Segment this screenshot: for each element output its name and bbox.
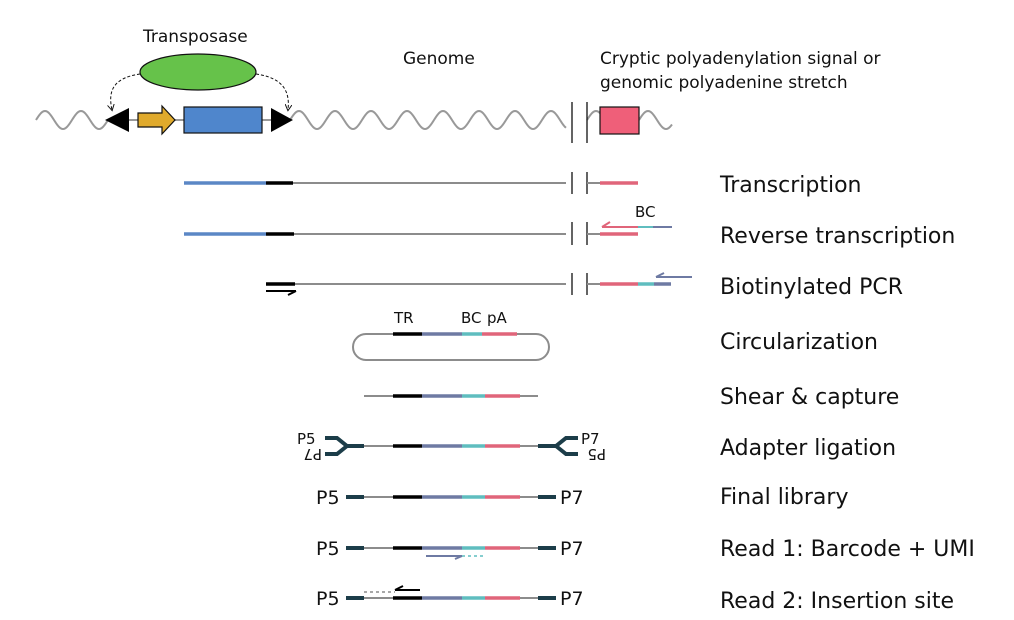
row-circularization: TR BC pA bbox=[352, 309, 550, 361]
transposase-ellipse bbox=[139, 53, 257, 91]
pcr-primer-arrowhead-icon bbox=[287, 290, 297, 296]
pcr-primer-arrowhead-icon bbox=[655, 272, 665, 278]
genome-wave-middle bbox=[289, 109, 567, 131]
p5-label: P5 bbox=[297, 430, 316, 448]
step-label: Reverse transcription bbox=[720, 224, 955, 249]
step-label: Transcription bbox=[719, 173, 862, 198]
p5-label-flipped: P5 bbox=[587, 445, 606, 463]
transposase-arrow-left bbox=[111, 73, 141, 110]
row-reverse-transcription: BC bbox=[184, 203, 672, 245]
genome-wave-left bbox=[35, 109, 109, 131]
genome-wave-right bbox=[586, 109, 673, 131]
step-label: Biotinylated PCR bbox=[720, 275, 903, 300]
promoter-arrow-icon bbox=[137, 104, 176, 136]
bc-label: BC bbox=[635, 203, 656, 221]
terminal-repeat-left-icon bbox=[105, 108, 129, 132]
read1-arrowhead-icon bbox=[454, 555, 463, 560]
p7-label: P7 bbox=[560, 538, 584, 560]
pa-label: pA bbox=[487, 309, 508, 327]
polya-label-line2: genomic polyadenine stretch bbox=[600, 73, 848, 93]
terminal-repeat-right-icon bbox=[271, 108, 293, 132]
tr-label: TR bbox=[393, 309, 414, 327]
read2-arrowhead-icon bbox=[394, 585, 404, 591]
bc-label: BC bbox=[461, 309, 482, 327]
p5-label: P5 bbox=[316, 588, 340, 610]
row-biotinylated-pcr bbox=[266, 272, 692, 296]
step-label: Circularization bbox=[720, 330, 878, 355]
p7-label: P7 bbox=[560, 588, 584, 610]
row-final-library: P5 P7 bbox=[316, 487, 584, 509]
row-read2: P5 P7 bbox=[316, 585, 584, 610]
transposase-label: Transposase bbox=[142, 27, 248, 47]
p7-label-flipped: P7 bbox=[303, 445, 322, 463]
row-transcription bbox=[184, 172, 638, 194]
genome-wave bbox=[35, 109, 673, 131]
reporter-gene-box bbox=[183, 106, 263, 134]
step-label: Read 1: Barcode + UMI bbox=[720, 537, 975, 562]
polya-signal-box bbox=[599, 106, 640, 135]
transposase-arrow-right bbox=[255, 73, 288, 110]
p5-label: P5 bbox=[316, 538, 340, 560]
row-read1: P5 P7 bbox=[316, 538, 584, 560]
p7-label: P7 bbox=[581, 430, 600, 448]
p5-label: P5 bbox=[316, 487, 340, 509]
y-adapter-left-icon bbox=[325, 436, 364, 456]
genome-label: Genome bbox=[403, 49, 475, 69]
rt-primer-arrowhead-icon bbox=[601, 221, 611, 228]
p7-label: P7 bbox=[560, 487, 584, 509]
step-label: Shear & capture bbox=[720, 385, 899, 410]
step-label: Adapter ligation bbox=[720, 436, 896, 461]
circular-molecule bbox=[352, 333, 550, 361]
y-adapter-right-icon bbox=[538, 436, 578, 456]
polya-label-line1: Cryptic polyadenylation signal or bbox=[600, 49, 881, 69]
step-label: Read 2: Insertion site bbox=[720, 589, 954, 614]
step-label: Final library bbox=[720, 485, 848, 510]
